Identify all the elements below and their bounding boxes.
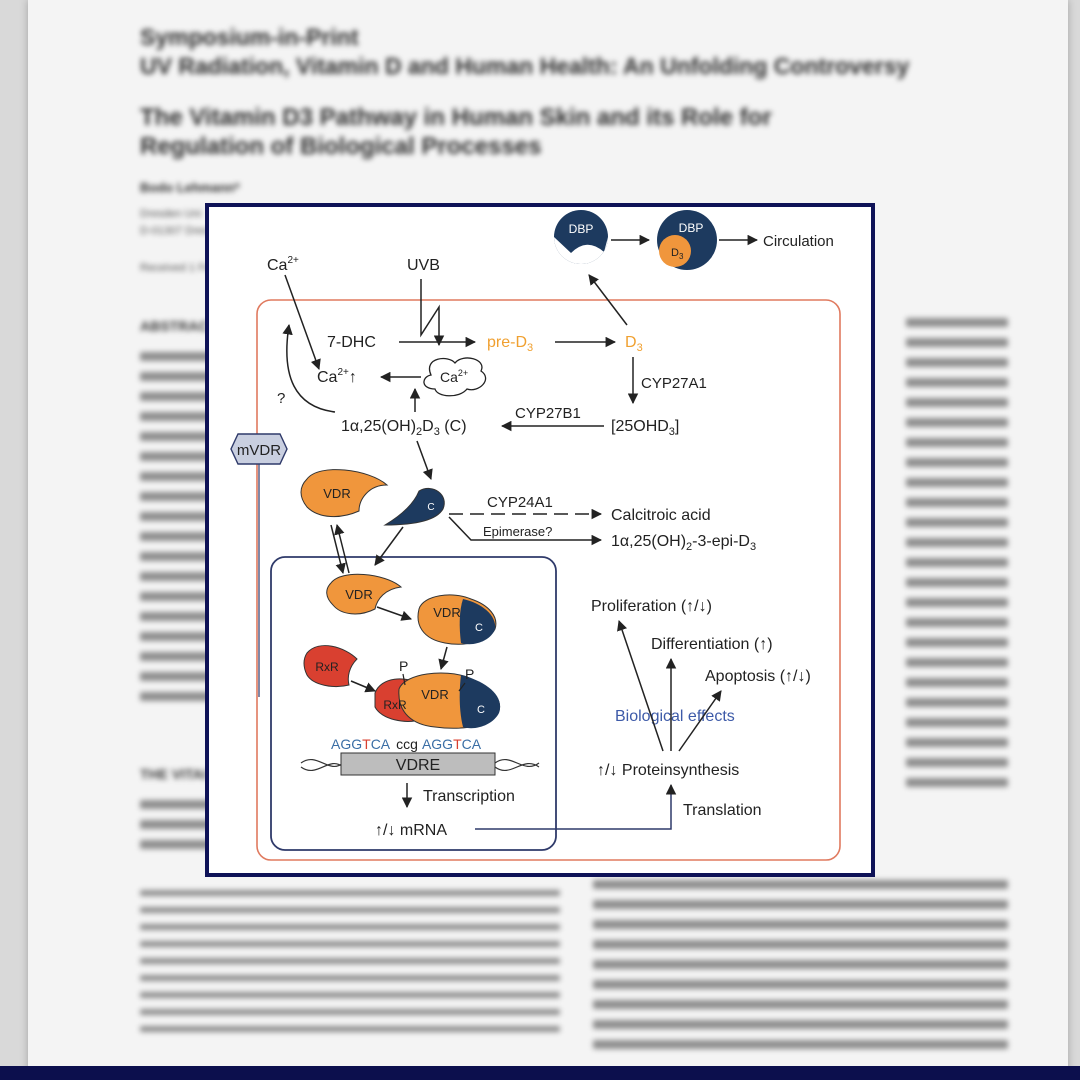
rxr-shape: RxR — [303, 645, 358, 688]
question-mark-label: ? — [277, 390, 285, 407]
svg-text:VDR: VDR — [421, 687, 448, 702]
d3-label: D3 — [625, 334, 643, 354]
svg-text:C: C — [427, 502, 434, 513]
dna-strand-left — [300, 758, 344, 772]
svg-text:RxR: RxR — [383, 698, 407, 712]
left-column-text — [140, 352, 230, 712]
ca-top-label: Ca2+ — [267, 255, 299, 274]
epimerase-label: Epimerase? — [483, 524, 552, 539]
article-title-line1: The Vitamin D3 Pathway in Human Skin and… — [140, 104, 772, 131]
uvb-label: UVB — [407, 257, 440, 274]
vdr-c-bound-shape: VDR C — [417, 594, 497, 645]
vdr-cytoplasm-shape: VDR — [300, 469, 389, 517]
rxr-binding-arrow — [350, 680, 376, 693]
vdr-binding-arrow — [376, 606, 412, 621]
calcitriol-to-c-arrow — [416, 440, 433, 480]
pathway-figure: Ca2+ UVB DBP DBP D3 Circulation 7-DHC pr… — [205, 203, 875, 877]
rxr-vdr-c-complex: RxR VDR C — [374, 672, 501, 729]
vdr-nucleus-shape: VDR — [326, 573, 403, 615]
cyp24a1-label: CYP24A1 — [487, 494, 553, 511]
affiliation-line2: D-01307 Dres — [140, 225, 209, 237]
apoptosis-label: Apoptosis (↑/↓) — [705, 668, 811, 685]
mrna-to-protein-arrow — [475, 783, 677, 830]
phosphate-label-1: P — [399, 658, 408, 674]
d3-to-dbp-arrow — [588, 274, 628, 326]
pathway-diagram: Ca2+ UVB DBP DBP D3 Circulation 7-DHC pr… — [230, 210, 841, 861]
right-column-text — [906, 318, 1008, 798]
pre-d3-label: pre-D3 — [487, 334, 533, 354]
feedback-arrow — [282, 323, 336, 413]
to-apoptosis-arrow — [678, 690, 722, 752]
bottom-bar — [0, 1066, 1080, 1080]
biological-effects-label: Biological effects — [615, 708, 735, 725]
differentiation-label: Differentiation (↑) — [651, 636, 773, 653]
dbp-icon: DBP — [554, 210, 608, 264]
affiliation-line1: Dresden Uni — [140, 208, 202, 220]
epimerase-arrow — [448, 516, 603, 546]
svg-text:DBP: DBP — [569, 222, 594, 236]
uvb-lightning-arrow — [420, 279, 445, 347]
25ohd3-label: [25OHD3] — [611, 418, 679, 438]
ca-store-cloud — [423, 357, 487, 397]
svg-text:mVDR: mVDR — [237, 442, 281, 459]
nucleus-outline — [270, 556, 557, 851]
calcitriol-c-shape: C — [383, 487, 445, 526]
ca-cloud-label: Ca2+ — [440, 368, 468, 385]
mvdr-receptor: mVDR — [230, 433, 288, 465]
footnote-text — [140, 890, 560, 1043]
vdr-import-arrow — [330, 524, 346, 575]
vdre-label: VDRE — [396, 757, 440, 774]
svg-text:C: C — [475, 622, 483, 634]
svg-text:RxR: RxR — [315, 660, 339, 674]
proliferation-label: Proliferation (↑/↓) — [591, 598, 712, 615]
svg-text:C: C — [477, 704, 485, 716]
epi-d3-label: 1α,25(OH)2-3-epi-D3 — [611, 533, 756, 553]
phosphate-label-2: P — [465, 666, 474, 682]
vdre-box — [340, 752, 496, 776]
ca-up-label: Ca2+↑ — [317, 367, 357, 386]
right-lower-text — [593, 880, 1008, 1060]
phosphate-line-1 — [402, 673, 406, 686]
symposium-line: Symposium-in-Print — [140, 24, 359, 50]
article-title-line2: Regulation of Biological Processes — [140, 133, 542, 160]
dna-strand-right — [494, 758, 540, 772]
phosphate-line-2 — [458, 682, 466, 692]
bound-to-complex-arrow — [438, 646, 449, 671]
cyp27b1-label: CYP27B1 — [515, 405, 581, 422]
section-heading: THE VITAI — [140, 766, 207, 782]
cyp27a1-label: CYP27A1 — [641, 375, 707, 392]
svg-text:VDR: VDR — [345, 587, 372, 602]
translation-label: Translation — [683, 802, 762, 819]
svg-text:D3: D3 — [671, 247, 684, 261]
author-line: Bodo Lehmann* — [140, 180, 240, 195]
abstract-heading: ABSTRAC — [140, 318, 209, 334]
proteinsynthesis-label: ↑/↓ Proteinsynthesis — [597, 762, 739, 779]
calcitroic-acid-label: Calcitroic acid — [611, 507, 711, 524]
svg-text:DBP: DBP — [679, 221, 704, 235]
dbp-d3-complex-icon: DBP D3 — [657, 210, 717, 270]
background-paper-page: Symposium-in-Print UV Radiation, Vitamin… — [28, 0, 1068, 1080]
seven-dhc-label: 7-DHC — [327, 334, 376, 351]
left-column-text-lower — [140, 800, 230, 860]
series-title: UV Radiation, Vitamin D and Human Health… — [140, 53, 910, 79]
cell-membrane-outline — [256, 299, 841, 861]
calcitriol-label: 1α,25(OH)2D3 (C) — [341, 418, 467, 438]
circulation-label: Circulation — [763, 233, 834, 250]
to-proliferation-arrow — [617, 620, 664, 752]
transcription-label: Transcription — [423, 788, 515, 805]
vdr-export-arrow — [334, 523, 350, 574]
received-line: Received 1 Fe — [140, 262, 211, 274]
c-import-arrow — [374, 526, 404, 566]
ca-influx-arrow — [284, 274, 321, 370]
mrna-label: ↑/↓ mRNA — [375, 822, 447, 839]
svg-text:VDR: VDR — [433, 605, 460, 620]
svg-text:VDR: VDR — [323, 486, 350, 501]
